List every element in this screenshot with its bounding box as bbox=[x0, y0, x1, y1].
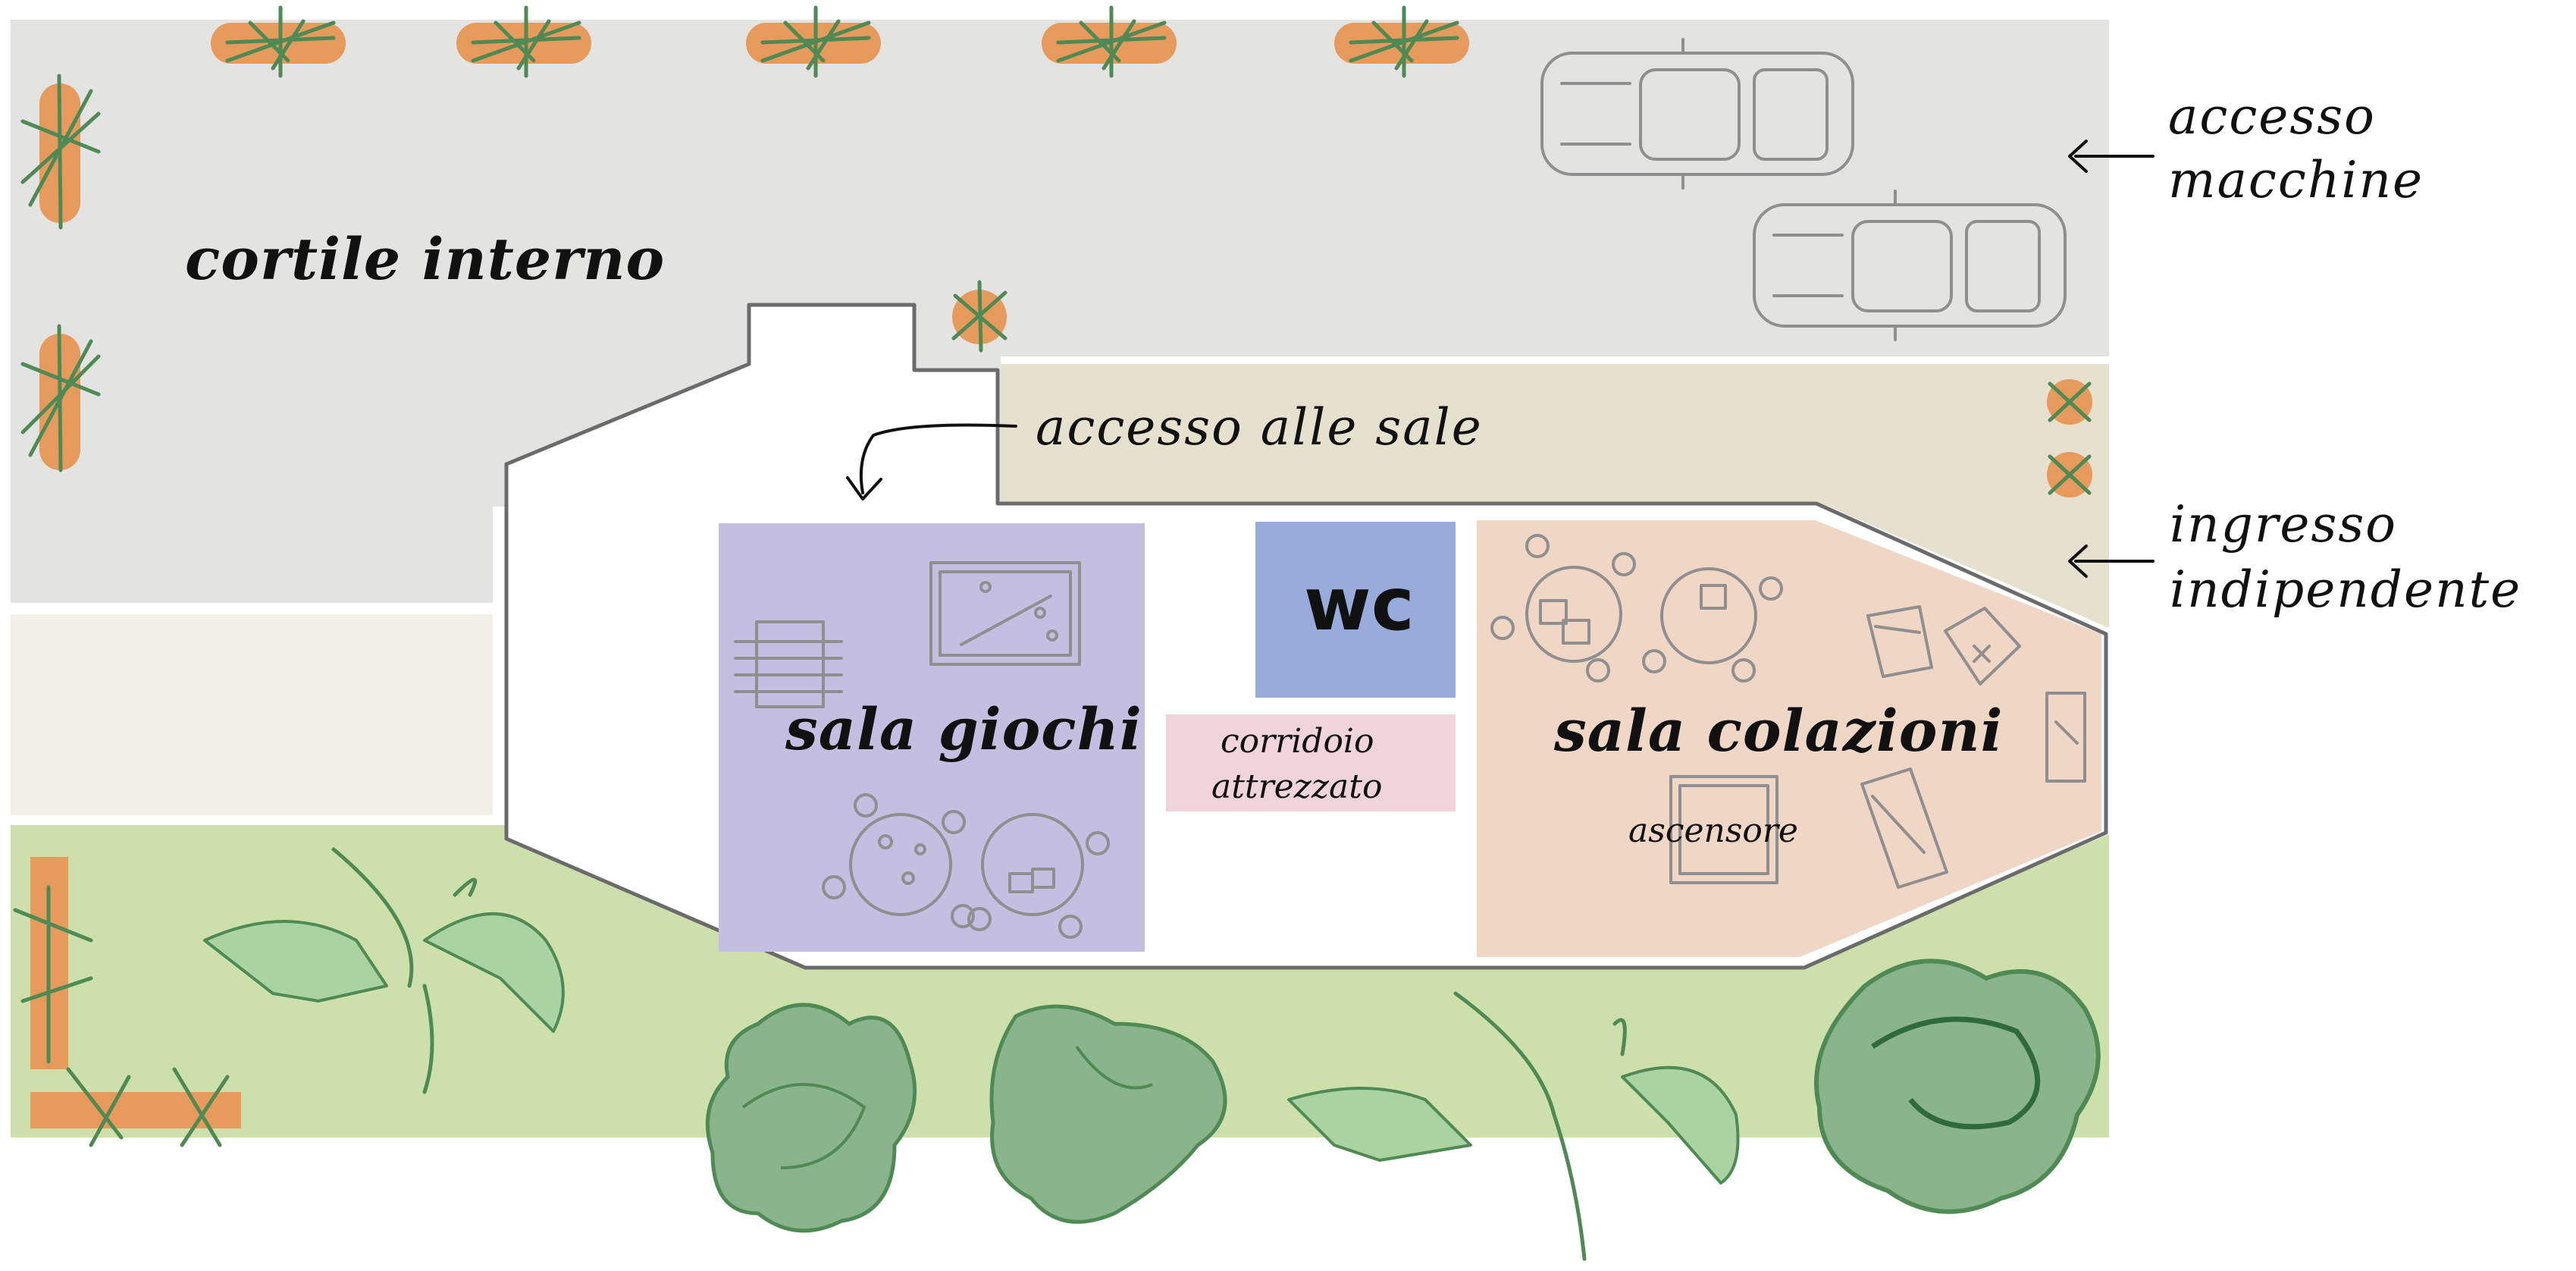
access-path-area bbox=[1001, 364, 2109, 628]
car-access-arrow bbox=[2068, 140, 2155, 173]
label-independent-entrance-2: indipendente bbox=[2170, 560, 2521, 619]
room-access-arrow bbox=[846, 423, 1017, 501]
label-elevator: ascensore bbox=[1628, 811, 1798, 850]
planter-icon bbox=[30, 1067, 241, 1147]
planter-icon bbox=[13, 857, 93, 1069]
planter-icon bbox=[20, 74, 101, 230]
shrub-icon bbox=[1287, 991, 1740, 1261]
planter-icon bbox=[2047, 379, 2092, 425]
table-chairs-icon bbox=[822, 793, 975, 928]
armchair-icon bbox=[2045, 692, 2086, 783]
planter-icon bbox=[1334, 5, 1469, 78]
table-chairs-icon bbox=[967, 813, 1110, 939]
side-strip-area bbox=[11, 614, 493, 815]
tree-icon bbox=[705, 1003, 917, 1233]
car-icon bbox=[1540, 38, 1854, 190]
label-corridor-1: corridoio bbox=[1221, 722, 1374, 761]
foosball-icon bbox=[734, 620, 843, 708]
wc-room bbox=[1255, 522, 1456, 698]
planter-icon bbox=[1042, 5, 1177, 78]
planter-icon bbox=[2047, 452, 2092, 497]
armchair-icon bbox=[1944, 607, 2021, 686]
label-breakfast-room: sala colazioni bbox=[1553, 697, 2004, 764]
planter-icon bbox=[456, 5, 591, 78]
planter-icon bbox=[20, 324, 101, 472]
label-corridor-2: attrezzato bbox=[1211, 767, 1382, 806]
planters bbox=[13, 5, 2092, 1147]
garden-area bbox=[11, 825, 2109, 1138]
label-wc: wc bbox=[1304, 562, 1415, 647]
table-chairs-icon bbox=[1490, 534, 1636, 683]
shrub-icon bbox=[203, 847, 565, 1094]
independent-entrance-arrow bbox=[2068, 544, 2155, 578]
tree-icon bbox=[1814, 959, 2101, 1214]
billiard-table-icon bbox=[929, 561, 1081, 666]
elevator-icon bbox=[1669, 775, 1778, 884]
armchair-icon bbox=[1860, 767, 1948, 889]
planter-icon bbox=[951, 280, 1008, 353]
car-icon bbox=[1753, 190, 2067, 341]
table-chairs-icon bbox=[1642, 567, 1783, 683]
label-game-room: sala giochi bbox=[785, 695, 1142, 763]
label-car-access-1: accesso bbox=[2168, 87, 2376, 146]
label-room-access: accesso alle sale bbox=[1036, 398, 1483, 457]
armchair-icon bbox=[1866, 605, 1933, 678]
label-car-access-2: macchine bbox=[2168, 151, 2424, 209]
planter-icon bbox=[211, 5, 346, 78]
corridor-area bbox=[1166, 714, 1456, 811]
tree-icon bbox=[989, 1004, 1227, 1224]
label-inner-courtyard: cortile interno bbox=[185, 225, 665, 293]
label-independent-entrance-1: ingresso bbox=[2170, 495, 2397, 554]
planter-icon bbox=[746, 5, 881, 78]
